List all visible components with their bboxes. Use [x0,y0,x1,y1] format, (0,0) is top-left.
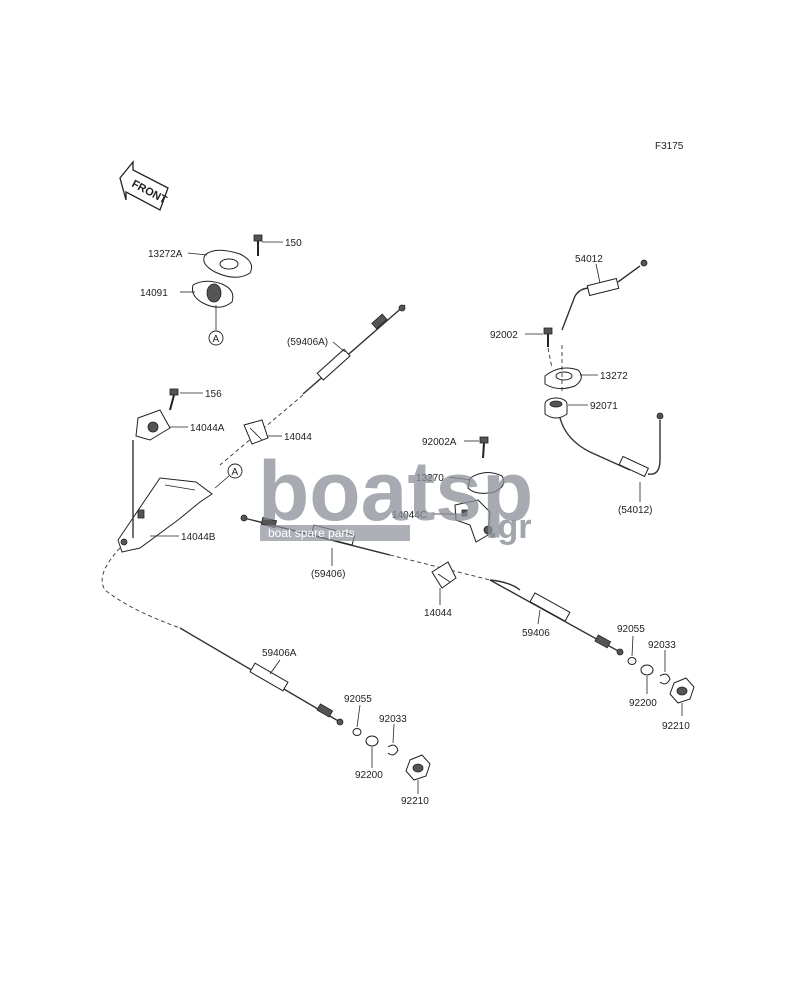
clamp-14044a [135,409,171,441]
callout-92033-right: 92033 [648,640,676,651]
callout-54012-top: 54012 [575,254,603,265]
callout-59406-right: 59406 [522,628,550,639]
callout-14044c: 14044C [392,510,427,521]
cable-59406-right [489,579,624,656]
cable-59406a-upper [302,304,406,395]
callout-54012-paren: (54012) [618,505,652,516]
callout-92071: 92071 [590,401,618,412]
cap-92071 [544,397,568,419]
callout-14044-mid: 14044 [424,608,452,619]
cable-59406a-lower [179,627,344,726]
dash-92002 [547,347,553,369]
callout-14044-top: 14044 [284,432,312,443]
callout-92210-bottom: 92210 [401,796,429,807]
figure-code: F3175 [655,141,684,152]
callout-150: 150 [285,238,302,249]
watermark-main: boatsp [258,444,533,538]
bolt-92002a [479,436,489,459]
callout-92200-right: 92200 [629,698,657,709]
guide-14091 [192,280,234,308]
leader-59406a-bottom [269,659,281,675]
callout-14091: 14091 [140,288,168,299]
callout-92002a: 92002A [422,437,457,448]
callout-92033-bottom: 92033 [379,714,407,725]
callout-156: 156 [205,389,222,400]
clamp-14044-mid [431,561,457,589]
callout-59406a-bottom: 59406A [262,648,297,659]
cable-left-dash [101,547,181,629]
callout-14044b: 14044B [181,532,216,543]
bolt-156 [169,388,179,411]
nut-92210-right [669,677,695,704]
nut-92210-bottom [405,754,431,781]
lock-washer-92033-right [659,673,671,685]
bracket-14044c [454,499,493,543]
callout-13272a: 13272A [148,249,183,260]
leader-92055-right [631,635,634,657]
callout-ref-a-mid: A [232,467,239,478]
clamp-14044-top [243,419,269,445]
cable-54012-lower [559,412,664,478]
ref-circle-a-top [208,330,224,346]
callout-59406a-top: (59406A) [287,337,328,348]
callout-59406-paren: (59406) [311,569,345,580]
gasket-13270 [467,472,505,494]
leader-92055-bottom [356,704,361,728]
callout-ref-a-top: A [213,334,220,345]
plate-13272 [544,367,582,390]
callout-92200-bottom: 92200 [355,770,383,781]
washer-92200-bottom [365,735,379,747]
watermark-sub: boat spare parts [268,526,355,540]
watermark: boatsp boat spare parts .gr [258,444,533,546]
callout-13272: 13272 [600,371,628,382]
leader-13272a [187,252,208,256]
leader-59406a-top [332,341,346,353]
leader-54012-top [595,263,601,284]
lock-washer-92033-bottom [387,744,399,756]
bolt-150 [253,234,263,256]
callout-92055-bottom: 92055 [344,694,372,705]
leader-59406-right [537,609,541,625]
leader-13270 [448,476,472,481]
callout-92055-right: 92055 [617,624,645,635]
callout-92210-right: 92210 [662,721,690,732]
o-ring-92055-right [627,657,637,665]
callout-92002: 92002 [490,330,518,341]
front-direction-arrow-icon: FRONT [119,160,169,211]
watermark-suffix: .gr [488,508,531,546]
callout-13270: 13270 [416,473,444,484]
cable-54012-upper [561,259,648,331]
bracket-14044b [117,477,213,553]
ref-circle-a-mid [227,463,243,479]
callout-14044a: 14044A [190,423,225,434]
washer-92200-right [640,664,654,676]
bolt-92002 [543,327,553,347]
leader-ref-a-mid [214,475,230,489]
gasket-13272a [203,249,253,278]
o-ring-92055-bottom [352,728,362,736]
leader-92033-bottom [392,723,395,744]
